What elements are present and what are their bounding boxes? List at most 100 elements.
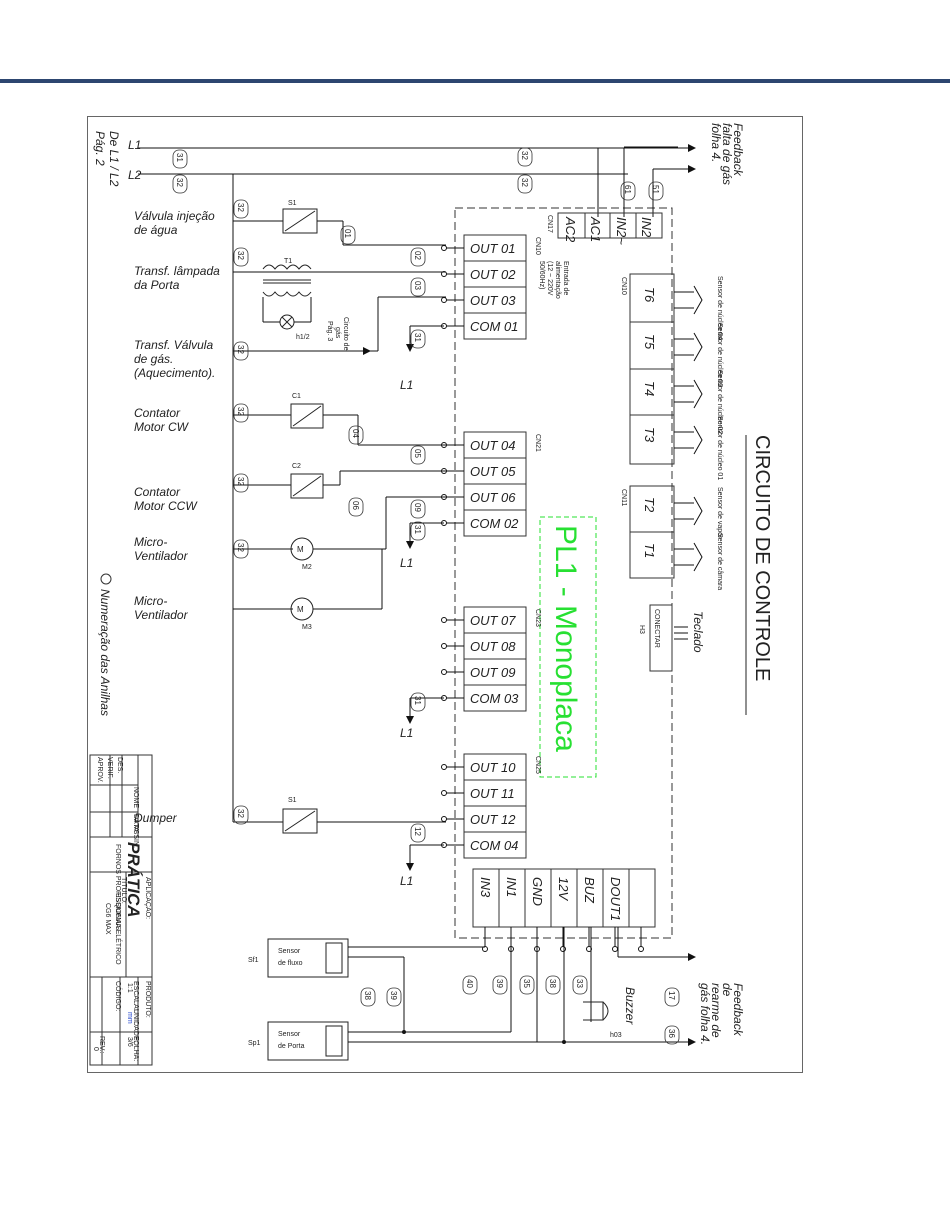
wire-ring: 39 [386,987,402,1007]
svg-text:1:1: 1:1 [126,983,133,993]
load-label: Micro-Ventilador [134,535,189,563]
wire-ring: 40 [462,975,478,995]
svg-text:51: 51 [651,185,660,194]
svg-text:CN10: CN10 [620,277,627,295]
wire-ring: 32 [517,174,533,194]
wire-ring: 32 [233,539,249,559]
svg-text:Contator: Contator [134,485,181,499]
l1-mark: L1 [400,874,413,888]
wire-ring: 03 [410,277,426,297]
svg-text:Ventilador: Ventilador [134,549,189,563]
svg-text:32: 32 [520,151,529,160]
load-label: Dumper [134,811,178,825]
output-terminal: OUT 12 [470,812,516,827]
wire-ring: 31 [410,521,426,541]
c1-tag: C1 [292,393,301,400]
svg-text:Ventilador: Ventilador [134,608,189,622]
sensor-label: Sensor de núcleo 04 [716,276,723,340]
schematic-sheet: CIRCUITO DE CONTROLE PL1 - Monoplaca L1 … [87,116,803,1073]
svg-text:APLICAÇÃO:: APLICAÇÃO: [144,877,153,919]
svg-text:de gás.: de gás. [134,352,173,366]
svg-text:17: 17 [667,991,676,1000]
sensor-probe: Sensor de vapor [674,487,723,539]
output-terminal: COM 01 [470,319,518,334]
svg-text:Pág. 3: Pág. 3 [326,321,333,341]
wire-ring: 32 [172,174,188,194]
svg-text:T5: T5 [642,334,657,350]
svg-text:40: 40 [465,979,474,988]
svg-text:36: 36 [667,1029,676,1038]
output-terminal: OUT 06 [470,490,516,505]
svg-text:32: 32 [236,477,245,486]
svg-text:Válvula injeção: Válvula injeção [134,209,215,223]
output-terminal: OUT 05 [470,464,516,479]
wire-ring: 31 [410,692,426,712]
svg-text:02: 02 [413,251,422,260]
output-terminal: OUT 01 [470,241,516,256]
svg-text:FOLHA:: FOLHA: [132,1036,139,1061]
power-note: Entrada de alimentação (12 ~ 220V 50/60H… [538,261,569,299]
svg-text:Feedback: Feedback [731,983,745,1037]
svg-text:61: 61 [623,185,632,194]
sensor-label: Sensor de câmara [716,533,723,590]
svg-text:04: 04 [351,429,360,438]
board-outline [454,207,673,939]
svg-text:33: 33 [575,979,584,988]
wire-ring: 32 [233,403,249,423]
svg-text:CÓDIGO:: CÓDIGO: [114,981,123,1011]
svg-text:T1: T1 [642,543,657,558]
wire-ring: 32 [517,147,533,167]
svg-text:PL1 - Monoplaca: PL1 - Monoplaca [549,525,582,752]
ring-legend: Numeração das Anilhas [98,573,112,716]
output-terminal: OUT 04 [470,438,516,453]
connector-label: CN21 [534,434,541,452]
svg-text:32: 32 [236,345,245,354]
wire-ring: 17 [664,987,680,1007]
sensor-inputs: T6 T5 T4 T3 T2 T1 CN10 CN11 [620,273,675,579]
wire-ring: 32 [233,199,249,219]
c2-tag: C2 [292,463,301,470]
buzzer-tag: h03 [610,1032,622,1039]
svg-text:(12 ~ 220V: (12 ~ 220V [546,261,553,296]
svg-text:rearme de: rearme de [709,983,723,1038]
output-terminal: COM 03 [470,691,519,706]
svg-text:ASSIN.: ASSIN. [132,825,139,848]
svg-text:Transf. lâmpada: Transf. lâmpada [134,264,220,278]
svg-text:alimentação: alimentação [554,261,561,299]
svg-text:Motor CCW: Motor CCW [134,499,198,513]
svg-text:T3: T3 [642,427,657,443]
pin-label: IN1 [504,877,519,897]
svg-text:mm: mm [126,1012,133,1024]
brand-name: PRÁTICA [124,842,143,918]
door-sensor-tag: Sp1 [248,1040,261,1047]
wire-ring: 36 [664,1025,680,1045]
svg-text:(Aquecimento).: (Aquecimento). [134,366,215,380]
wire-ring: 06 [348,497,364,517]
svg-text:FORNOS PROFISSIONAIS: FORNOS PROFISSIONAIS [114,844,121,931]
svg-text:PRODUTO:: PRODUTO: [144,981,151,1018]
svg-text:32: 32 [520,178,529,187]
svg-text:Micro-: Micro- [134,535,167,549]
svg-text:06: 06 [351,501,360,510]
feedback-rearme-label: Feedback de rearme de gás folha 4. [698,983,745,1045]
svg-text:32: 32 [236,251,245,260]
wire-ring: 32 [233,805,249,825]
header-rule [0,79,950,83]
svg-text:32: 32 [236,407,245,416]
svg-text:gás folha 4.: gás folha 4. [698,983,712,1045]
svg-text:12: 12 [413,827,422,836]
t1-tag: T1 [284,258,292,265]
svg-text:CIRCUITO DE CONTROLE: CIRCUITO DE CONTROLE [751,435,773,681]
s1-dumper-tag: S1 [288,797,297,804]
svg-text:falta de gás: falta de gás [720,123,734,185]
l1-mark: L1 [400,726,413,740]
svg-text:de água: de água [134,223,178,237]
svg-text:32: 32 [236,809,245,818]
wire-ring: 02 [410,247,426,267]
output-terminal: OUT 10 [470,760,516,775]
